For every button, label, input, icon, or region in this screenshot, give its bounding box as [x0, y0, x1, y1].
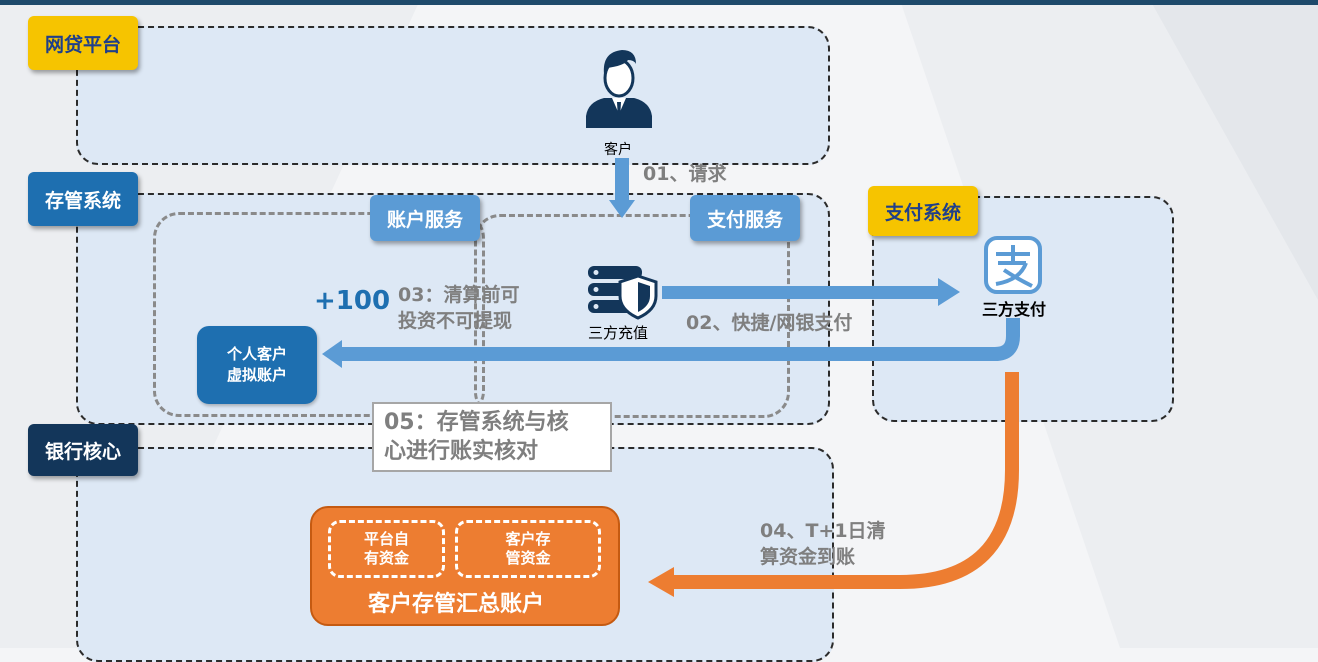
customer-custody-funds: 客户存 管资金	[455, 520, 601, 578]
payment-service-tag: 支付服务	[690, 195, 800, 241]
third-party-payment-label: 三方支付	[982, 300, 1047, 319]
payment-service-area	[474, 214, 790, 418]
step-03-line2: 投资不可提现	[398, 310, 513, 332]
personal-virtual-account: 个人客户 虚拟账户	[197, 326, 317, 404]
reconciliation-note: 05：存管系统与核 心进行账实核对	[372, 402, 612, 472]
zone-tag-bank-core: 银行核心	[28, 424, 138, 476]
arrow-04	[672, 372, 1019, 589]
top-bar	[0, 0, 1318, 5]
p2p-platform-zone	[76, 26, 830, 165]
zone-tag-custody-system: 存管系统	[28, 172, 138, 226]
account-service-area	[153, 212, 485, 417]
step-03-line1: 03：清算前可	[398, 284, 520, 306]
third-party-recharge-label: 三方充值	[588, 324, 649, 342]
customer-label: 客户	[604, 142, 632, 158]
arrow-02-head	[938, 278, 960, 306]
arrow-04-head	[648, 567, 674, 597]
step-04-line1: 04、T+1日清	[760, 520, 886, 542]
server-shield-icon	[588, 266, 658, 320]
platform-own-funds-line2: 有资金	[363, 549, 409, 567]
arrow-return	[340, 318, 1020, 361]
reconciliation-note-line1: 05：存管系统与核	[384, 410, 569, 435]
balance-increase-label: +100	[314, 286, 391, 316]
zone-tag-p2p-platform: 网贷平台	[28, 16, 138, 70]
customer-custody-funds-line2: 管资金	[505, 549, 551, 567]
platform-own-funds: 平台自 有资金	[328, 520, 445, 578]
step-02-label: 02、快捷/网银支付	[686, 312, 853, 334]
step-04-line2: 算资金到账	[760, 546, 856, 568]
customer-custody-funds-line1: 客户存	[505, 530, 551, 548]
account-service-tag: 账户服务	[370, 195, 480, 241]
flow-arrows	[322, 158, 1020, 597]
platform-own-funds-line1: 平台自	[363, 530, 409, 548]
arrow-return-head	[322, 340, 342, 368]
zone-tag-payment-system: 支付系统	[868, 186, 978, 236]
arrow-01-head	[609, 200, 635, 218]
virtual-account-line2: 虚拟账户	[226, 366, 287, 384]
custody-summary-account-title: 客户存管汇总账户	[368, 592, 545, 617]
reconciliation-note-line2: 心进行账实核对	[384, 439, 539, 464]
arrow-01-shaft	[615, 158, 629, 202]
user-icon	[586, 50, 652, 128]
arrow-02-shaft	[662, 286, 940, 299]
alipay-icon	[984, 236, 1042, 294]
virtual-account-line1: 个人客户	[226, 345, 287, 363]
step-01-label: 01、请求	[643, 163, 727, 185]
